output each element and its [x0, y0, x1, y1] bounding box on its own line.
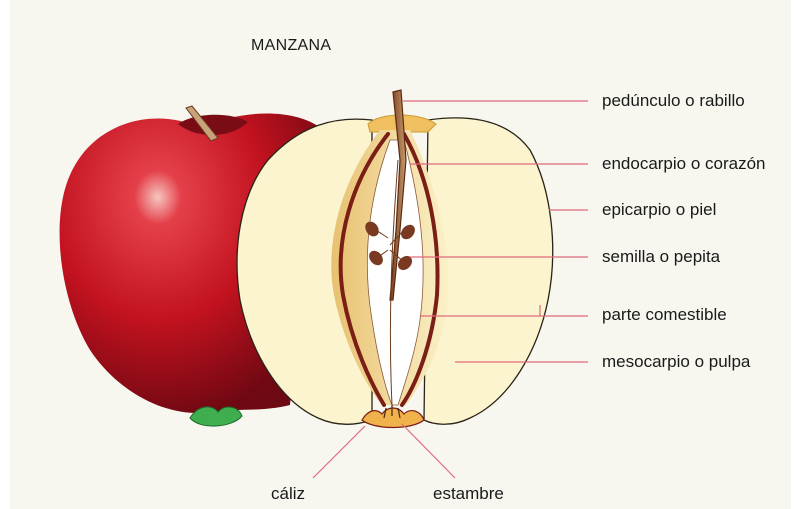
- leader-calyx: [313, 426, 365, 478]
- leader-stamen: [402, 424, 455, 478]
- label-endocarp: endocarpio o corazón: [602, 154, 766, 174]
- calyx-base: [362, 408, 424, 428]
- label-seed: semilla o pepita: [602, 247, 720, 267]
- diagram-title: MANZANA: [251, 37, 331, 55]
- apple-calyx-leaves: [190, 407, 242, 426]
- label-edible: parte comestible: [602, 305, 727, 325]
- label-epicarp: epicarpio o piel: [602, 200, 716, 220]
- label-calyx: cáliz: [271, 484, 305, 504]
- label-mesocarp: mesocarpio o pulpa: [602, 352, 750, 372]
- label-stamen: estambre: [433, 484, 504, 504]
- label-peduncle: pedúnculo o rabillo: [602, 91, 745, 111]
